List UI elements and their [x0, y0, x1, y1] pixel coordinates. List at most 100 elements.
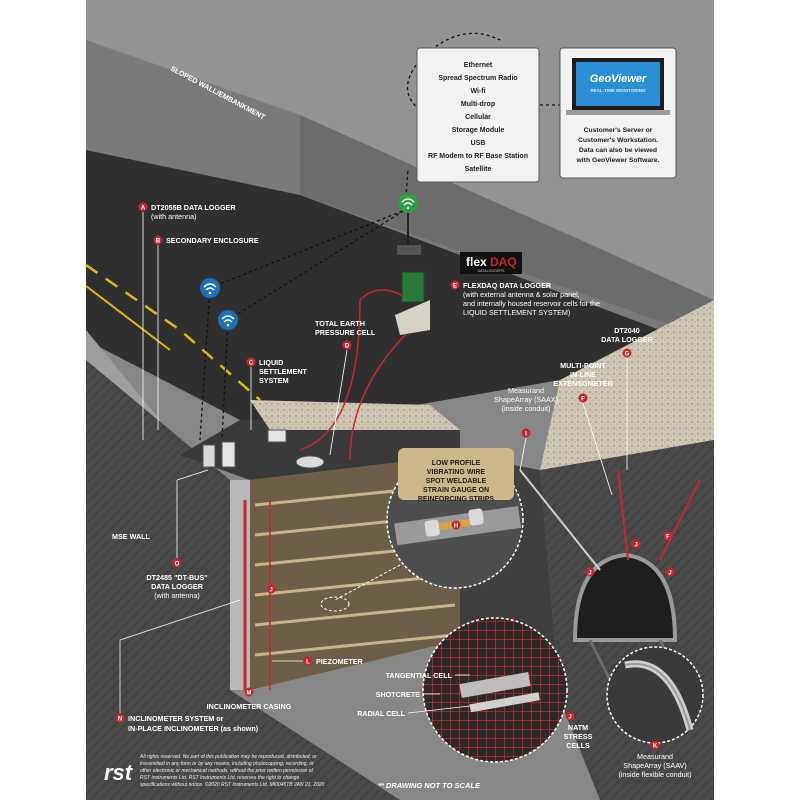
- natm-callout: [422, 617, 568, 763]
- geoviewer-tagline: REAL-TIME MONITORING: [591, 88, 646, 93]
- comms-item: Wi-fi: [470, 88, 485, 95]
- label-f: MULTI-POINT: [560, 361, 606, 370]
- label-f: IN-LINE: [570, 370, 596, 379]
- label-h: REINFORCING STRIPS: [418, 496, 495, 503]
- comms-item: Ethernet: [464, 62, 493, 69]
- copyright-notice: All rights reserved. No part of this pub…: [139, 754, 325, 788]
- mse-top: [180, 420, 460, 480]
- label-i: (inside conduit): [502, 404, 551, 413]
- comms-item: Satellite: [465, 166, 492, 173]
- label-k: (inside flexible conduit): [618, 770, 691, 779]
- label-natm: STRESS: [564, 732, 593, 741]
- rst-logo: rst: [104, 760, 134, 785]
- badge-j-wall: [266, 584, 276, 594]
- badge-j-letter: J: [668, 571, 671, 577]
- label-n: INCLINOMETER SYSTEM or: [128, 714, 224, 723]
- badge-o: [172, 558, 182, 568]
- dt2055b-logger-box: [221, 441, 236, 468]
- geoviewer-desc-line: Customer's Workstation.: [578, 137, 658, 144]
- label-inclinometer-casing: INCLINOMETER CASING: [207, 702, 292, 711]
- badge-e-letter: E: [453, 284, 457, 290]
- wifi-icon-flexdaq: [398, 193, 418, 213]
- copyright-line: specifications without notice. ©2020 RST…: [140, 781, 325, 788]
- badge-j-letter: J: [269, 588, 272, 594]
- mse-wall-face: [230, 480, 250, 690]
- comms-item: RF Modem to RF Base Station: [428, 153, 528, 160]
- badge-o-letter: O: [175, 562, 180, 568]
- ground-left: [86, 360, 400, 800]
- flexdaq-logo-daq: DAQ: [490, 255, 517, 269]
- saav-callout: [606, 646, 704, 744]
- label-e: FLEXDAQ DATA LOGGER: [463, 281, 552, 290]
- badge-f-letter: F: [666, 535, 670, 541]
- label-o: DATA LOGGER: [151, 582, 204, 591]
- badge-j-tunnel: [585, 567, 595, 577]
- label-f: EXTENSOMETER: [553, 379, 613, 388]
- not-to-scale-note: ** DRAWING NOT TO SCALE: [378, 781, 481, 790]
- label-b: SECONDARY ENCLOSURE: [166, 236, 259, 245]
- badge-l-letter: L: [306, 660, 310, 666]
- label-k: ShapeArray (SAAV): [623, 761, 686, 770]
- label-g: DATA LOGGER: [601, 335, 654, 344]
- geoviewer-logo: GeoViewer: [590, 73, 647, 85]
- label-k: Measurand: [637, 752, 673, 761]
- badge-e: [450, 280, 460, 290]
- label-piezometer: PIEZOMETER: [316, 657, 364, 666]
- badge-k-letter: K: [653, 744, 658, 750]
- tunnel-portal: [572, 552, 678, 642]
- comms-options-box: [416, 47, 540, 183]
- laptop-base: [566, 110, 670, 115]
- badge-i-letter: I: [525, 432, 527, 438]
- label-e-sub: and internally housed reservoir cells fo…: [463, 299, 600, 308]
- badge-j-natm: [565, 711, 575, 721]
- badge-k: [650, 740, 660, 750]
- comms-item: Spread Spectrum Radio: [438, 75, 517, 82]
- label-radial-cell: RADIAL CELL: [357, 709, 405, 718]
- label-tangential-cell: TANGENTIAL CELL: [386, 671, 453, 680]
- geoviewer-desc-line: Customer's Server or: [584, 127, 653, 134]
- solar-panel: [397, 245, 421, 255]
- copyright-line: All rights reserved. No part of this pub…: [139, 754, 317, 760]
- badge-c: [246, 357, 256, 367]
- badge-h: [451, 520, 461, 530]
- label-e-sub: LIQUID SETTLEMENT SYSTEM): [463, 308, 570, 317]
- pressure-cell: [295, 455, 325, 469]
- comms-item: Multi-drop: [461, 101, 495, 108]
- copyright-line: RST Instruments Ltd. RST Instruments Ltd…: [140, 775, 299, 781]
- comms-item: Cellular: [465, 114, 491, 121]
- flexdaq-logo: flex DAQ DATALOGGERS: [460, 252, 522, 274]
- geoviewer-description: Customer's Server or Customer's Workstat…: [576, 127, 660, 164]
- badge-g-letter: G: [625, 352, 630, 358]
- label-o: DT2485 "DT-BUS": [146, 573, 207, 582]
- dt2485-logger-box: [202, 444, 216, 468]
- comms-list: Ethernet Spread Spectrum Radio Wi-fi Mul…: [428, 62, 528, 173]
- flexdaq-logo-flex: flex: [466, 255, 487, 269]
- copyright-line: other electronic or mechanical methods, …: [140, 768, 313, 774]
- label-natm: CELLS: [566, 741, 590, 750]
- label-shotcrete: SHOTCRETE: [376, 690, 421, 699]
- geoviewer-desc-line: Data can also be viewed: [579, 147, 657, 154]
- badge-i: [521, 428, 531, 438]
- strain-gauge-text: LOW PROFILE VIBRATING WIRE SPOT WELDABLE…: [418, 460, 495, 503]
- badge-j-letter: J: [568, 715, 571, 721]
- badge-f-tunnel: [663, 531, 673, 541]
- label-n: IN-PLACE INCLINOMETER (as shown): [128, 724, 259, 733]
- comms-item: Storage Module: [452, 127, 505, 134]
- badge-n-letter: N: [118, 717, 122, 723]
- label-h: STRAIN GAUGE ON: [423, 487, 489, 494]
- badge-n: [115, 713, 125, 723]
- label-g: DT2040: [614, 326, 640, 335]
- geoviewer-desc-line: with GeoViewer Software.: [576, 157, 660, 164]
- label-i: Measurand: [508, 386, 544, 395]
- label-natm: NATM: [568, 723, 588, 732]
- label-d: PRESSURE CELL: [315, 328, 376, 337]
- badge-j-tunnel: [665, 567, 675, 577]
- label-c: SYSTEM: [259, 376, 289, 385]
- badge-b: [153, 235, 163, 245]
- badge-c-letter: C: [249, 361, 254, 367]
- label-i: ShapeArray (SAAX): [494, 395, 558, 404]
- label-h: SPOT WELDABLE: [426, 478, 487, 485]
- badge-d: [342, 340, 352, 350]
